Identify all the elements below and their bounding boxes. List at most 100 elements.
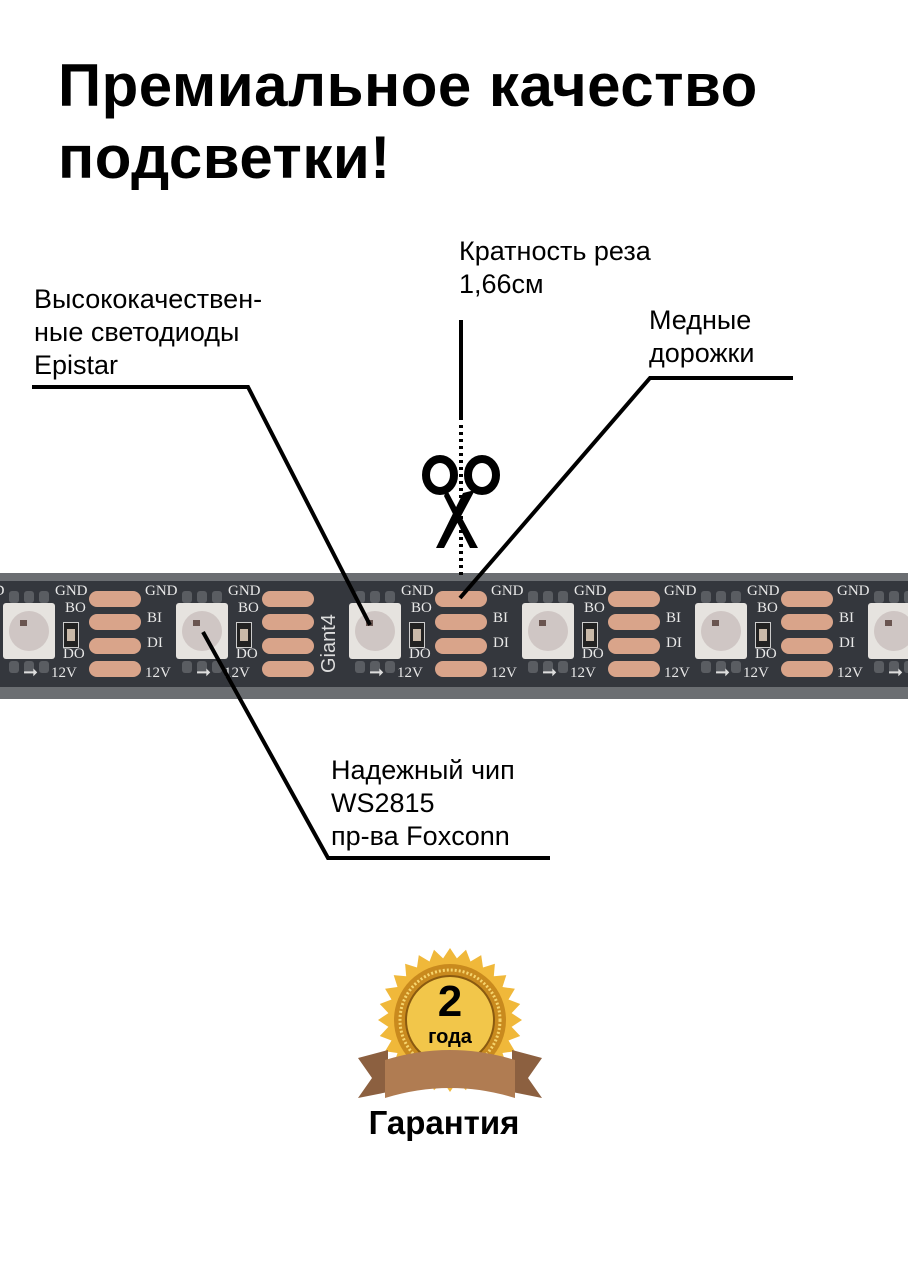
pad-label: 12V (51, 665, 77, 681)
callout-leds: Высококачествен- ные светодиоды Epistar (34, 283, 262, 382)
pad-label: 12V (664, 665, 690, 681)
pad-label: DI (493, 635, 509, 651)
title-line-1: Премиальное качество (58, 52, 758, 119)
pad-label: BI (839, 610, 854, 626)
pad-label: BI (666, 610, 681, 626)
callout-leds-line1: Высококачествен- (34, 284, 263, 314)
copper-pad (781, 661, 833, 677)
pad-label: GND (491, 583, 524, 599)
direction-arrow-icon: ➞ (888, 662, 904, 682)
pad-label: GND (0, 584, 5, 599)
led-chip (695, 603, 747, 659)
leader-line-leds (32, 385, 372, 626)
callout-leds-line3: Epistar (34, 350, 119, 380)
pad-label: GND (664, 583, 697, 599)
pad-label: BI (493, 610, 508, 626)
pad-label: GND (145, 583, 178, 599)
led-strip: Giant4 GNDBODO12VGNDBIDI12V➞GNDBODO12VGN… (0, 573, 908, 699)
capacitor (63, 622, 79, 648)
callout-cut-line1: Кратность реза (459, 236, 651, 266)
copper-pad (608, 591, 660, 607)
pad-label: GND (747, 583, 780, 599)
direction-arrow-icon: ➞ (369, 662, 385, 682)
capacitor (755, 622, 771, 648)
pad-label: 12V (491, 665, 517, 681)
copper-pad (89, 638, 141, 654)
copper-pad (608, 638, 660, 654)
pad-label: 12V (224, 665, 250, 681)
pad-label: GND (574, 583, 607, 599)
pad-label: DO (755, 646, 777, 662)
copper-pad (781, 614, 833, 630)
pad-label: 12V (837, 665, 863, 681)
callout-copper: Медные дорожки (649, 304, 754, 370)
pad-label: DI (839, 635, 855, 651)
pad-label: BI (147, 610, 162, 626)
led-chip (3, 603, 55, 659)
copper-pad (89, 591, 141, 607)
scissors-icon (422, 455, 500, 548)
direction-arrow-icon: ➞ (196, 662, 212, 682)
pad-label: BO (757, 600, 778, 616)
copper-pad (435, 638, 487, 654)
led-chip (522, 603, 574, 659)
copper-pad (89, 614, 141, 630)
pad-label: BO (65, 600, 86, 616)
led-chip (176, 603, 228, 659)
callout-leds-line2: ные светодиоды (34, 317, 240, 347)
pad-label: GND (228, 583, 261, 599)
callout-chip: Надежный чип WS2815 пр-ва Foxconn (331, 754, 515, 853)
pad-label: BO (238, 600, 259, 616)
warranty-unit: года (428, 1026, 472, 1048)
copper-pad (608, 661, 660, 677)
copper-pad (435, 661, 487, 677)
warranty-badge: 2 года (355, 950, 545, 1100)
pad-label: 12V (397, 665, 423, 681)
capacitor (236, 622, 252, 648)
capacitor (582, 622, 598, 648)
strip-segment: GND BO DO 12V GND BI DI 12V ➞ (3, 581, 178, 687)
pad-label: 12V (570, 665, 596, 681)
pad-label: GND (837, 583, 870, 599)
warranty-caption: Гарантия (0, 1104, 908, 1142)
led-strip-pcb: Giant4 GNDBODO12VGNDBIDI12V➞GNDBODO12VGN… (0, 581, 908, 687)
pad-label: DO (409, 646, 431, 662)
callout-chip-line3: пр-ва Foxconn (331, 821, 510, 851)
copper-pad (89, 661, 141, 677)
copper-pad (262, 614, 314, 630)
direction-arrow-icon: ➞ (715, 662, 731, 682)
copper-pad (608, 614, 660, 630)
pad-label: DI (147, 635, 163, 651)
callout-copper-line2: дорожки (649, 338, 755, 368)
copper-pad (262, 638, 314, 654)
callout-chip-line2: WS2815 (331, 788, 435, 818)
warranty-caption-text: Гарантия (368, 1104, 520, 1141)
copper-pad (435, 591, 487, 607)
pad-label: DO (63, 646, 85, 662)
direction-arrow-icon: ➞ (23, 662, 39, 682)
copper-pad (435, 614, 487, 630)
strip-marking: Giant4 (318, 614, 340, 673)
leader-line-copper (458, 376, 793, 600)
callout-cut: Кратность реза 1,66см (459, 235, 651, 301)
pad-label: 12V (145, 665, 171, 681)
pad-label: BO (411, 600, 432, 616)
direction-arrow-icon: ➞ (542, 662, 558, 682)
pad-label: DO (236, 646, 258, 662)
copper-pad (262, 591, 314, 607)
leader-line-chip (201, 631, 550, 860)
title-line-2: подсветки! (58, 124, 391, 191)
pad-label: BO (584, 600, 605, 616)
warranty-seal (358, 948, 542, 1098)
copper-pad (262, 661, 314, 677)
callout-cut-line2: 1,66см (459, 269, 544, 299)
led-chip (349, 603, 401, 659)
callout-copper-line1: Медные (649, 305, 752, 335)
capacitor (409, 622, 425, 648)
copper-pad (781, 591, 833, 607)
